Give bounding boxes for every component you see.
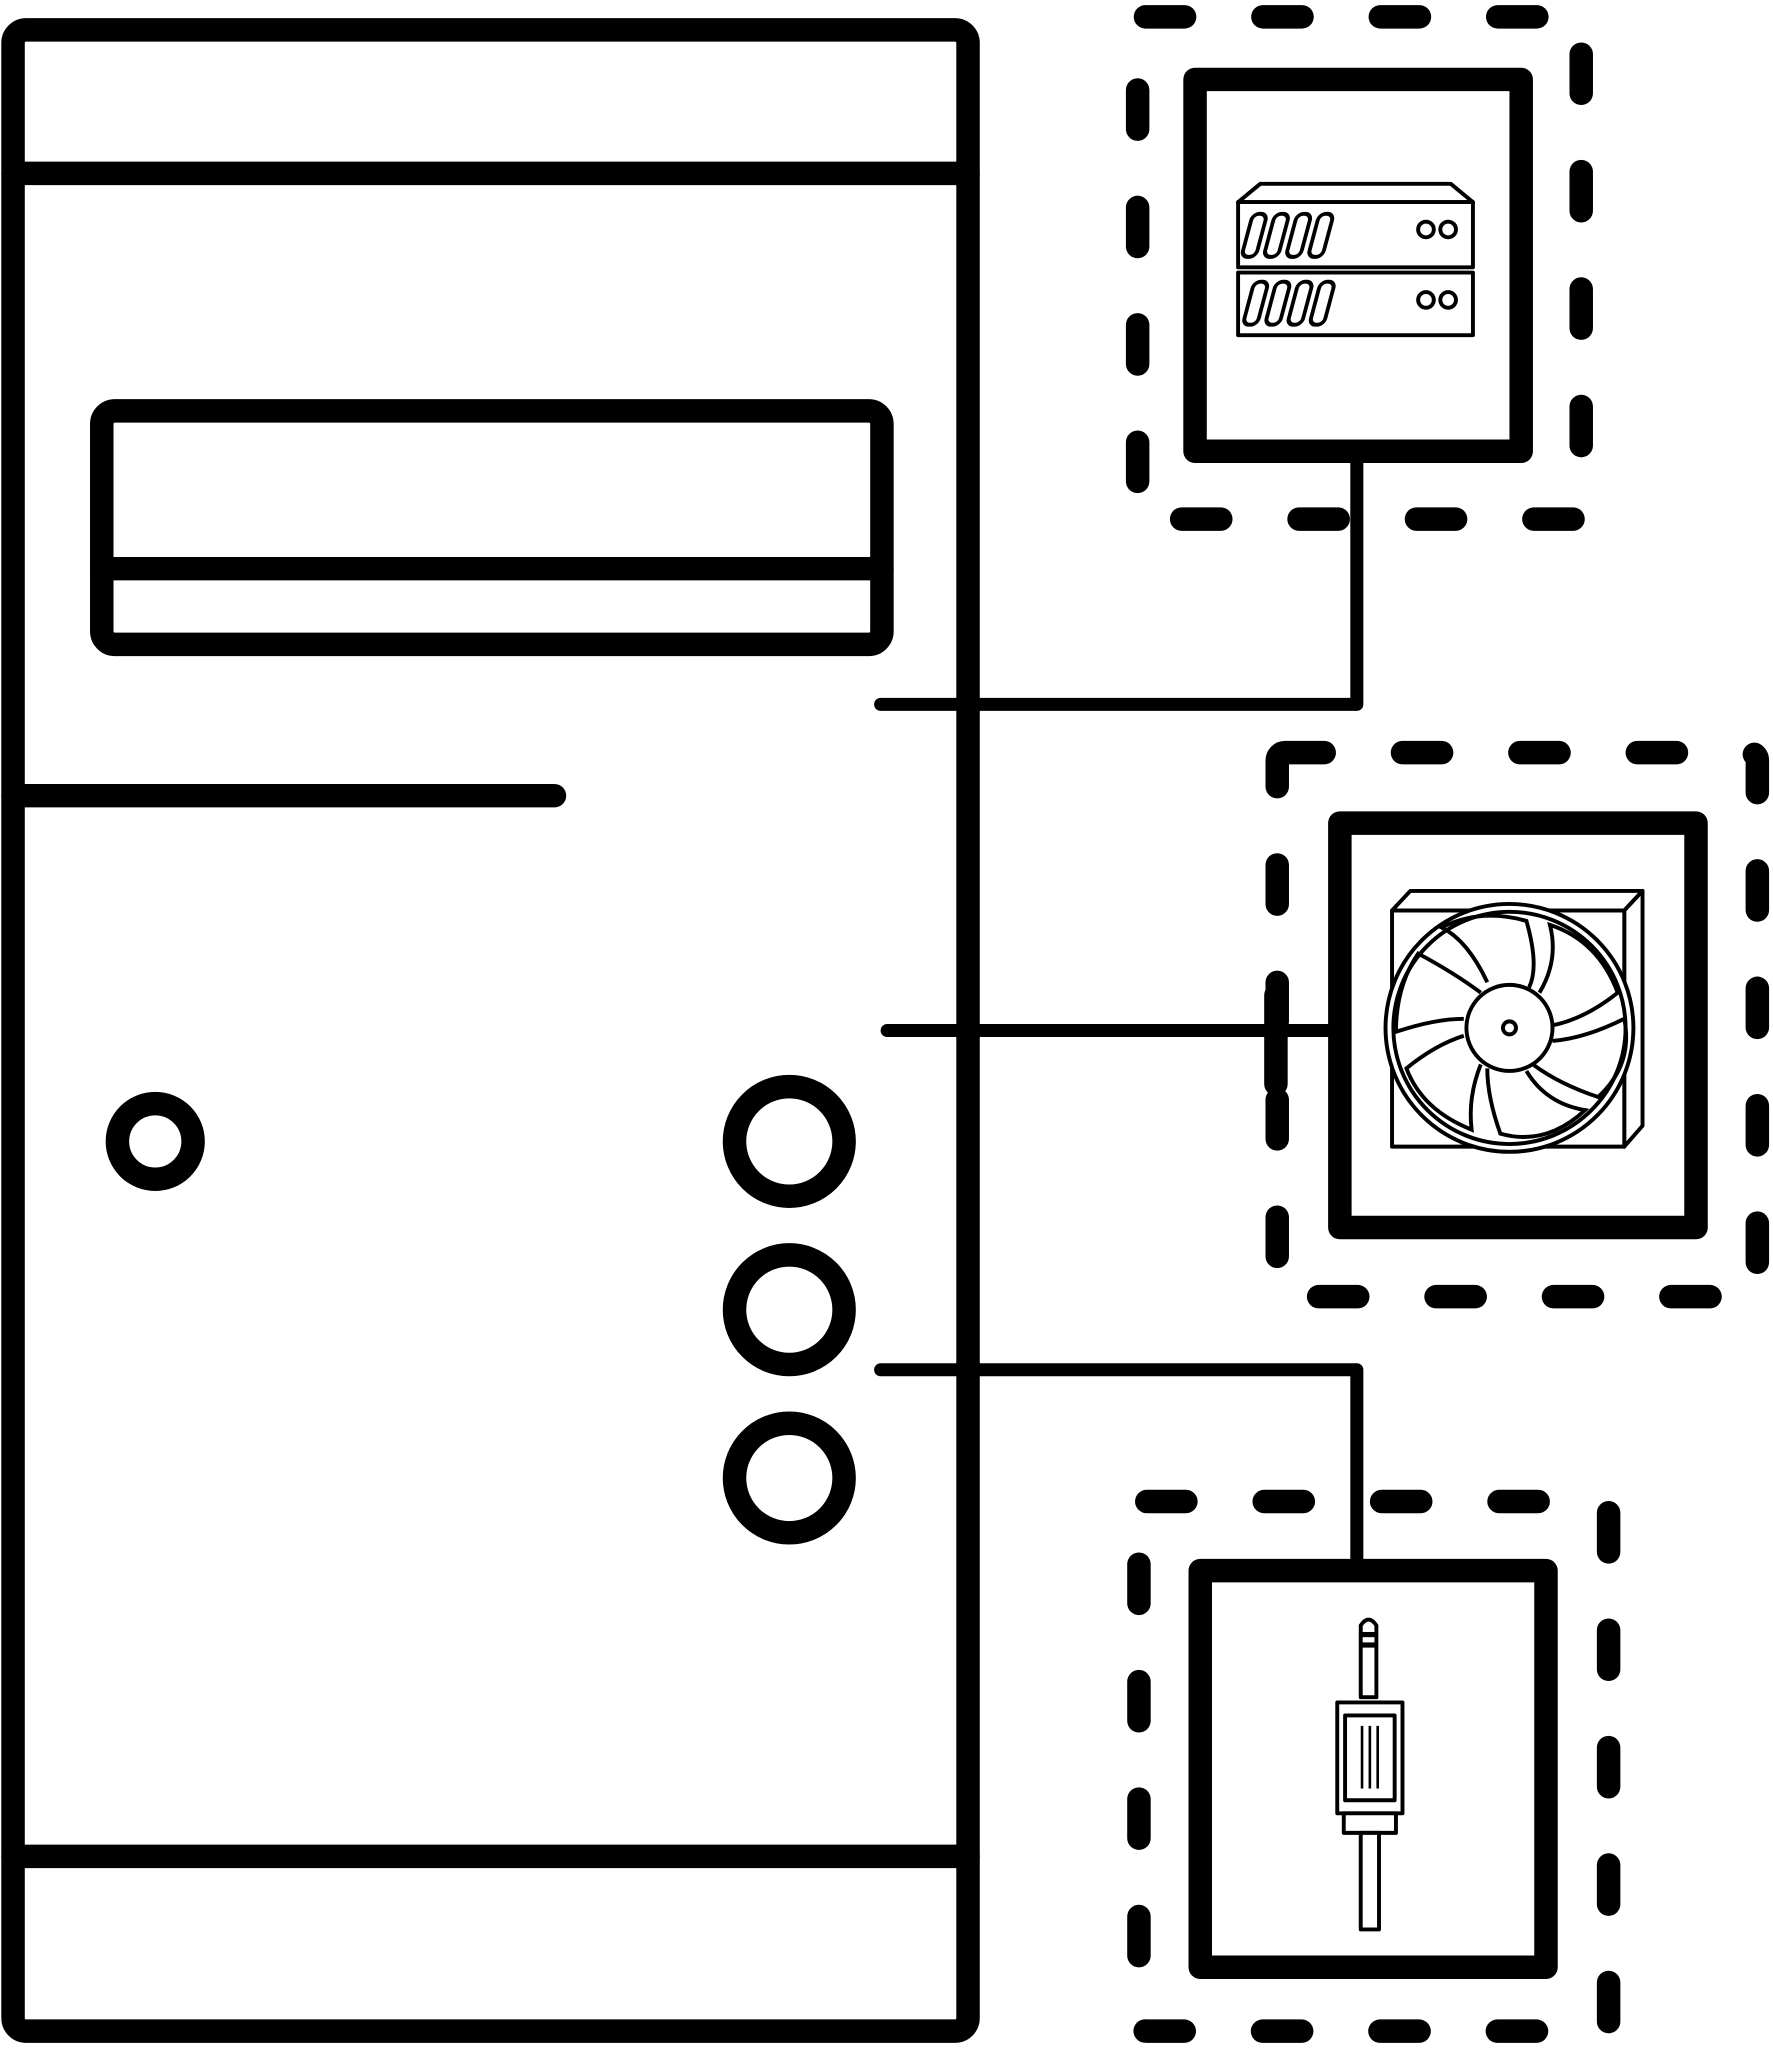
computer-tower-icon xyxy=(1,18,980,2043)
port-circle-1 xyxy=(722,1074,856,1208)
drive-bay xyxy=(90,399,894,657)
jack-dashed-border xyxy=(1127,1489,1621,2043)
jack-box xyxy=(1188,1558,1558,1979)
server-box xyxy=(1183,67,1533,464)
fan-component xyxy=(1264,740,1770,1309)
tower-body xyxy=(1,18,980,2043)
cooling-fan-icon xyxy=(1383,888,1645,1154)
port-circle-3 xyxy=(722,1411,856,1545)
server-rack-icon xyxy=(1236,181,1475,338)
connector-lines xyxy=(874,453,1364,1574)
connector-server xyxy=(874,453,1364,711)
fan-box xyxy=(1328,811,1708,1240)
power-button-icon xyxy=(105,1091,205,1191)
port-circle-2 xyxy=(722,1243,856,1377)
audio-jack-icon xyxy=(1335,1617,1405,1932)
connector-jack xyxy=(874,1363,1364,1574)
server-component xyxy=(1125,5,1593,531)
jack-component xyxy=(1127,1489,1621,2043)
